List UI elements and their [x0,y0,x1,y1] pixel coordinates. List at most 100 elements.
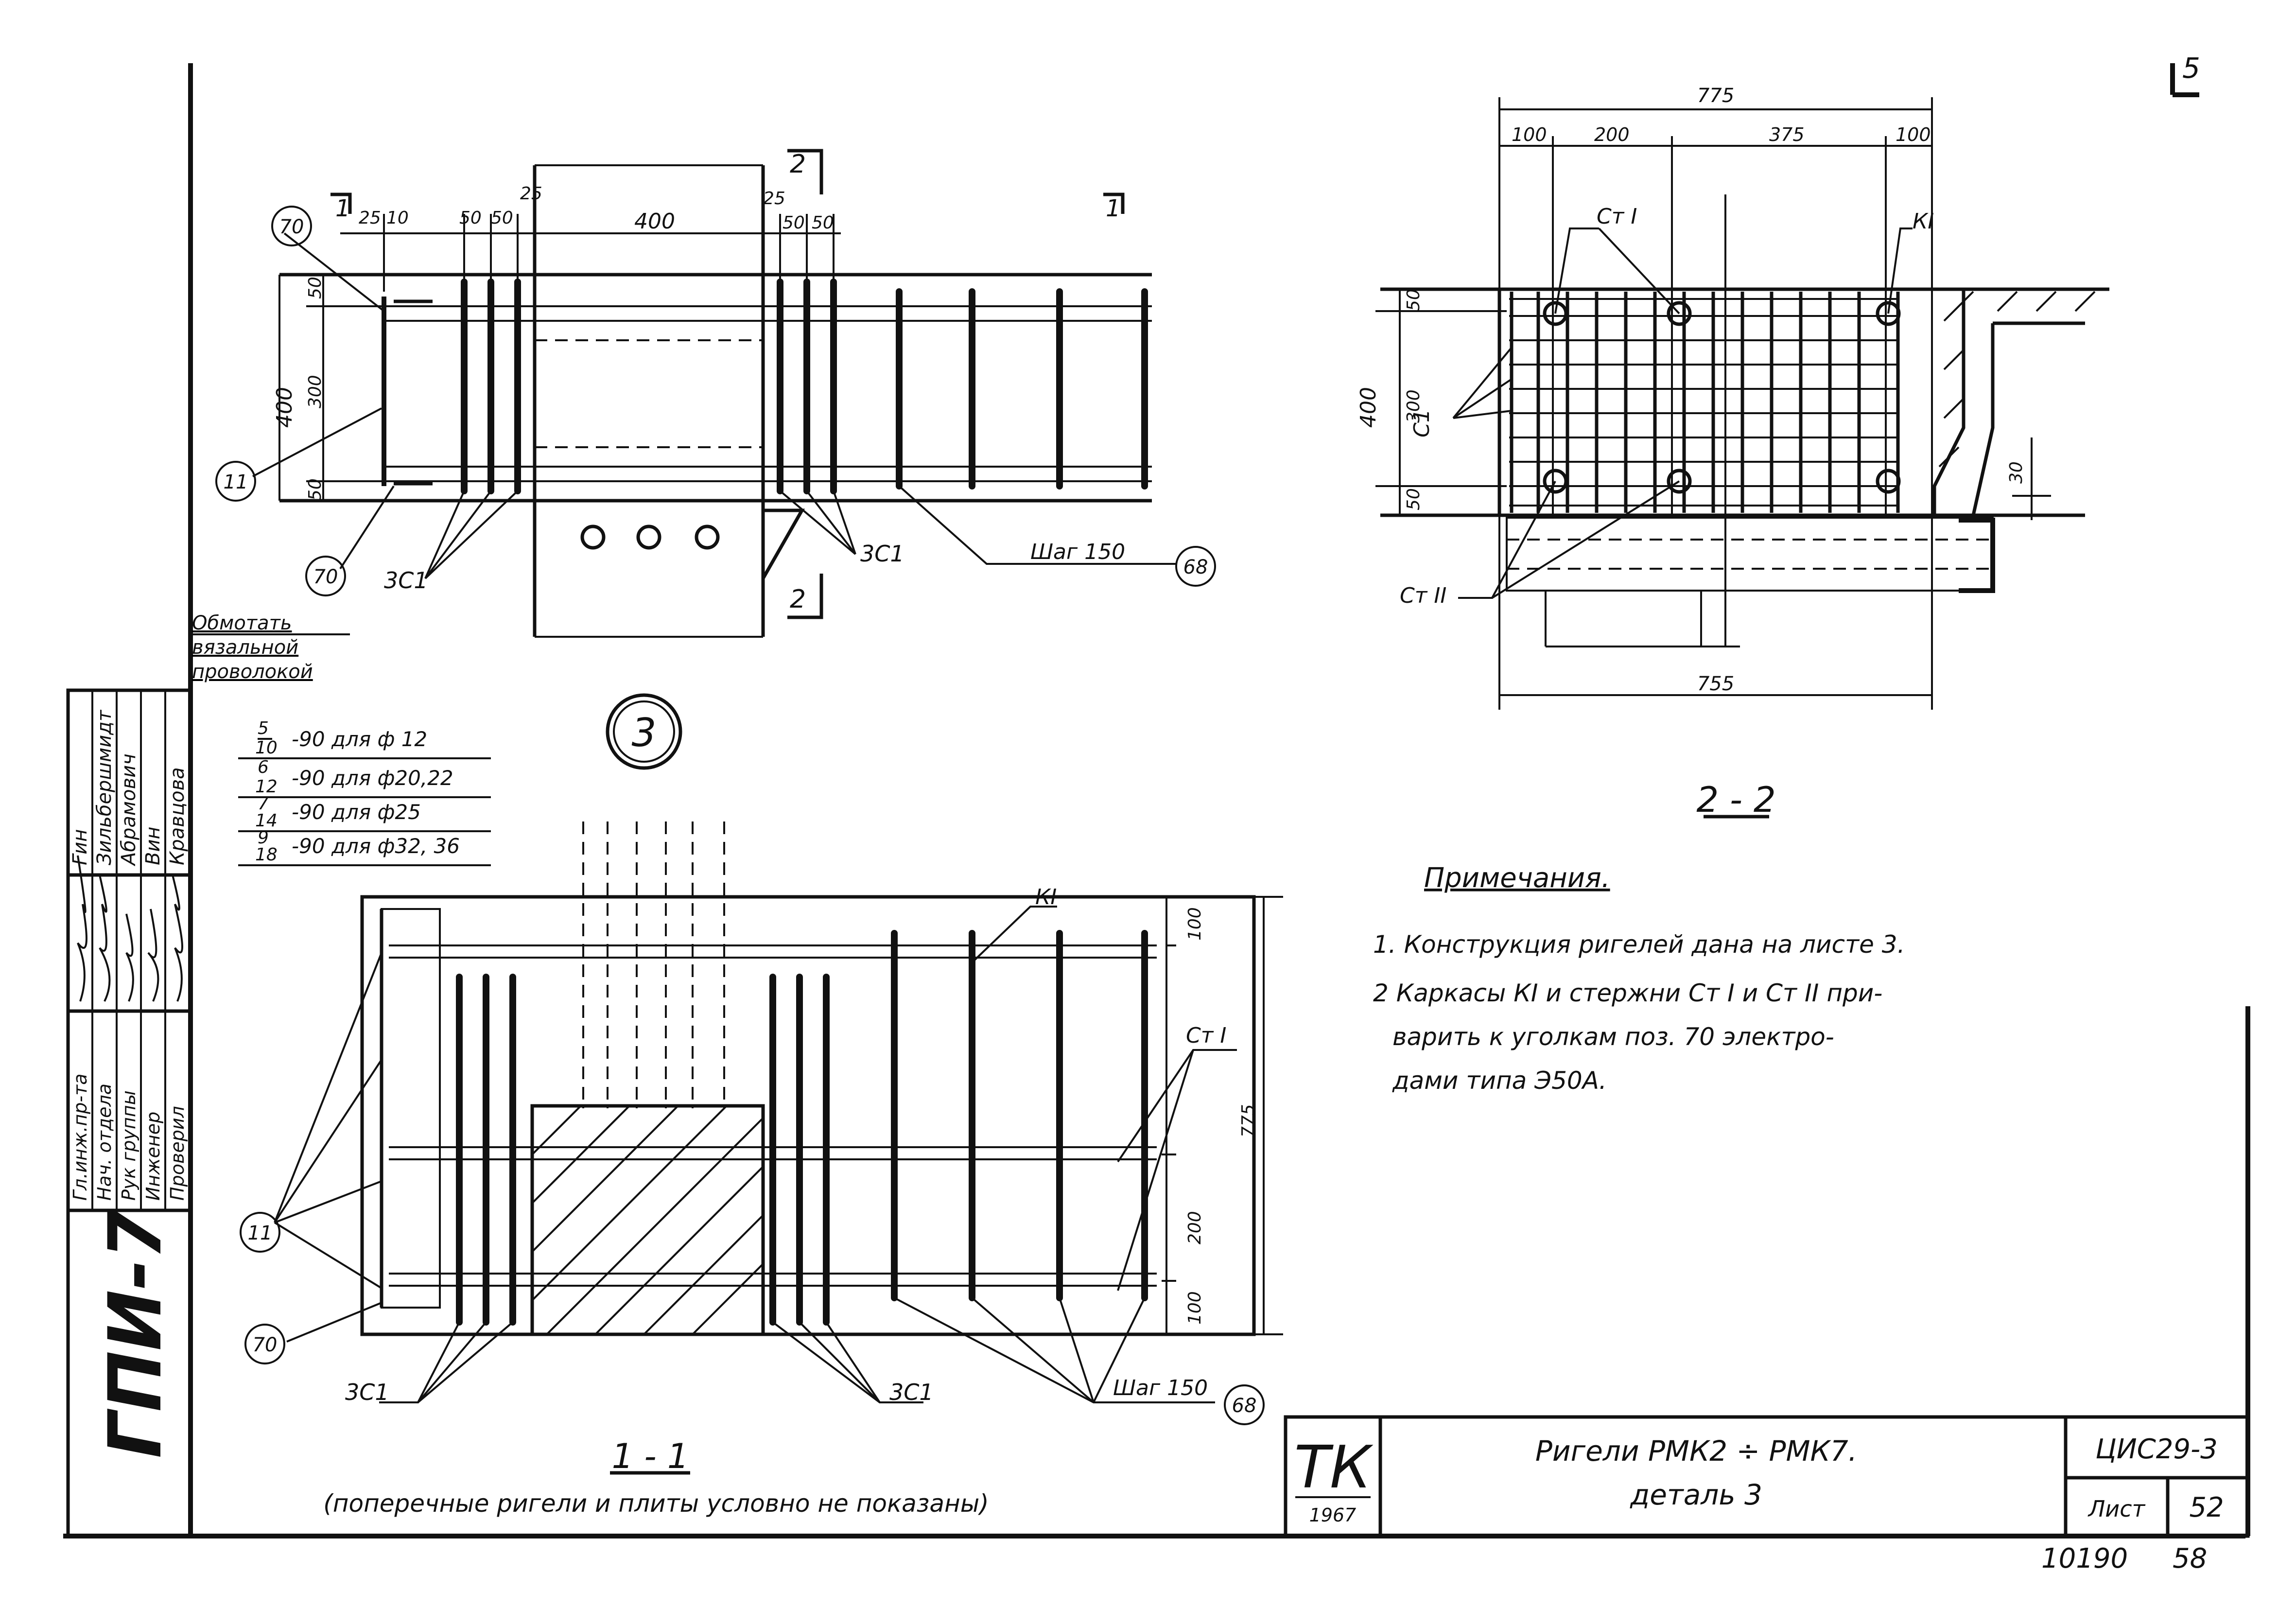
name-3: Абрамович [118,753,140,867]
hook-row-1-text: -90 для ф 12 [292,727,427,751]
plan-note-wrap: Обмотать вязальной проволокой [192,612,313,683]
s11-title: 1 - 1 [612,1436,689,1476]
plan-callout-70-top: 70 [279,216,304,238]
handwritten-signatures [77,855,183,1002]
hook-row-3-num: 7 [258,794,269,814]
s22-dims-left: 50 300 50 400 [1356,289,1424,510]
hook-row-1-den: 10 [255,738,278,758]
s11-label-k1: КI [1035,885,1057,909]
title-block [1284,1415,2250,1538]
plan-dim-25c: 25 [763,189,785,209]
notes-line-2: 2 Каркасы КI и стержни Ст I и Ст II при- [1373,979,1882,1007]
hook-row-3-den: 14 [255,811,278,831]
role-group-lead: Рук группы [118,1090,139,1201]
s11-callout-70: 70 [253,1334,278,1356]
s11-callout-11-circle [240,1212,280,1253]
hook-row-2-text: -90 для ф20,22 [292,766,453,790]
plan-view [192,149,1176,638]
s11-label-3c1-left: 3С1 [345,1379,389,1405]
s11-dim-775: 775 [1238,1104,1258,1137]
s11-subtitle: (поперечные ригели и плиты условно не по… [323,1489,989,1518]
detail-marker-number: 3 [632,710,657,755]
plan-cut-1-right: 1 [1106,195,1121,222]
title-series: ЦИС29-3 [2095,1433,2218,1465]
plan-dim-50c: 50 [783,213,805,233]
hook-row-4-num: 9 [258,828,269,848]
s11-dim-100-top: 100 [1185,907,1205,941]
plan-dim-50b: 50 [491,208,513,228]
signature-names: Гин Зильбершмидт Абрамович Вин Кравцова [69,709,189,867]
name-4: Вин [142,826,164,865]
notes-line-4: дами типа Э50А. [1392,1066,1607,1095]
hook-row-2-num: 6 [258,757,269,777]
section-2-2-view [1375,97,2109,819]
stamp-side-label: ГПИ-7 [93,1208,178,1458]
hook-row-2-den: 12 [255,777,278,797]
s22-dims-top: 100 200 375 100 [1512,124,1931,145]
s22-dim-left-400: 400 [1356,387,1381,428]
notes-line-1: 1. Конструкция ригелей дана на листе 3. [1373,930,1905,959]
plan-dim-50d: 50 [812,213,834,233]
s11-step-label: Шаг 150 [1113,1376,1208,1400]
notes-heading: Примечания. [1424,862,1610,894]
plan-callout-11-circle [215,461,256,502]
role-chief-engineer: Гл.инж.пр-та [70,1074,91,1201]
note-wrap-line-2: вязальной [192,636,298,659]
name-2: Зильбершмидт [93,709,116,865]
s22-dim-30: 30 [2006,461,2026,484]
sheet-number-top: 5 [2182,52,2200,85]
plan-dim-left-50b: 50 [305,478,325,501]
plan-dims-left: 50 300 50 400 [272,277,325,501]
s22-dim-total: 775 [1697,85,1734,107]
s11-dim-200: 200 [1185,1211,1205,1244]
s22-dim-100b: 100 [1896,124,1931,145]
s22-label-st1: Ст I [1597,204,1637,229]
s11-label-st1: Ст I [1186,1023,1226,1048]
s11-callout-11: 11 [248,1222,273,1244]
title-line-2: деталь 3 [1630,1478,1762,1511]
note-wrap-line-1: Обмотать [192,612,292,634]
s11-callout-68-circle [1224,1384,1265,1425]
plan-callout-11: 11 [224,471,248,493]
section-1-1-view [274,821,1283,1475]
name-5: Кравцова [166,767,189,865]
detail-marker-circle [606,693,682,770]
plan-step-label: Шаг 150 [1030,540,1125,564]
role-engineer: Инженер [142,1112,164,1201]
sheet-frame [63,63,2250,1538]
s22-label-st2: Ст II [1400,583,1446,608]
s22-dim-left-50b: 50 [1404,488,1424,510]
plan-dims-top: 25 10 50 50 25 400 25 50 50 [359,184,834,234]
s22-label-k1: КI [1913,209,1934,234]
plan-dim-400: 400 [634,209,675,234]
plan-dim-left-400: 400 [272,387,297,428]
title-year: 1967 [1309,1504,1357,1526]
footer-page: 58 [2173,1543,2207,1574]
plan-callout-70-bottom-circle [305,556,346,596]
plan-callout-70-bottom: 70 [313,566,338,588]
s22-dim-100a: 100 [1512,124,1547,145]
note-wrap-line-3: проволокой [192,661,313,683]
notes-line-3: варить к уголкам поз. 70 электро- [1392,1023,1834,1051]
s22-dim-bottom: 755 [1697,673,1734,695]
plan-dim-10: 10 [386,208,409,228]
signature-roles: Гл.инж.пр-та Нач. отдела Рук группы Инже… [70,1074,188,1201]
hook-row-4-text: -90 для ф32, 36 [292,834,460,858]
s11-dim-100-bottom: 100 [1185,1291,1205,1325]
title-sheet-label: Лист [2087,1496,2146,1522]
plan-cut-1-left: 1 [335,195,350,222]
s22-dim-left-300: 300 [1404,389,1424,423]
hook-row-1-num: 5 [258,718,269,738]
plan-dim-50a: 50 [459,208,482,228]
plan-dim-25a: 25 [359,208,381,228]
s11-label-3c1-right: 3С1 [889,1379,934,1405]
plan-dim-left-300: 300 [305,375,325,408]
s22-dim-200: 200 [1594,124,1630,145]
s22-title: 2 - 2 [1696,779,1775,820]
plan-dim-25b: 25 [520,184,542,204]
s22-label-c1: С1 [1409,409,1434,437]
side-stamp [66,688,192,1538]
hook-row-4-den: 18 [255,845,278,865]
notes-lines: 1. Конструкция ригелей дана на листе 3. … [1373,930,1905,1095]
